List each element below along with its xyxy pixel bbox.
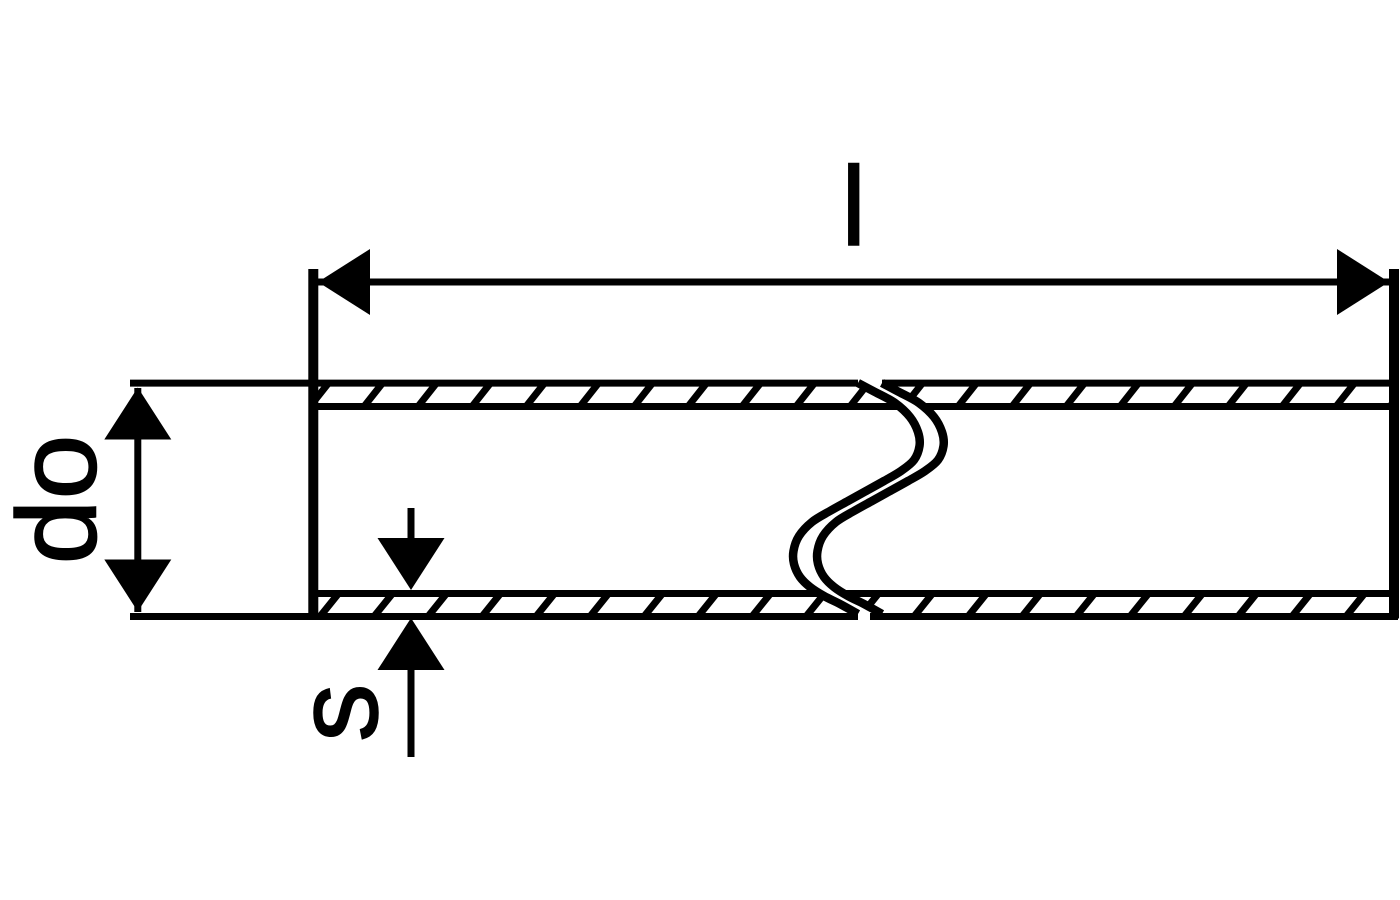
svg-text:l: l	[841, 144, 866, 269]
svg-text:s: s	[271, 683, 402, 742]
svg-text:do: do	[0, 435, 120, 565]
